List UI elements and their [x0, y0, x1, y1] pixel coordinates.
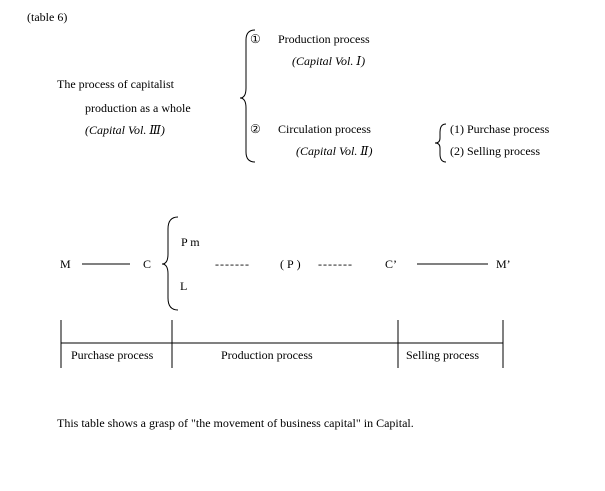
- caption: This table shows a grasp of "the movemen…: [57, 416, 414, 430]
- circulation-label: Circulation process: [278, 122, 371, 136]
- formula-dashes-b: -------: [318, 257, 353, 271]
- formula-l: L: [180, 279, 188, 293]
- formula-c: C: [143, 257, 152, 271]
- circulation-brace: [434, 123, 447, 163]
- whole-process-line2: production as a whole: [85, 101, 191, 115]
- formula-m-prime: M’: [496, 257, 511, 271]
- formula-m: M: [60, 257, 71, 271]
- table-label: (table 6): [27, 10, 68, 24]
- production-volume-ref: (Capital Vol. Ⅰ): [292, 54, 366, 68]
- phase-production-label: Production process: [221, 348, 313, 362]
- phase-purchase-label: Purchase process: [71, 348, 154, 362]
- whole-process-line1: The process of capitalist: [57, 77, 174, 91]
- circulation-marker: ②: [250, 122, 261, 136]
- formula-c-prime: C’: [385, 257, 397, 271]
- main-brace: [239, 29, 256, 163]
- selling-subprocess-label: (2) Selling process: [450, 144, 540, 158]
- production-label: Production process: [278, 32, 370, 46]
- formula-p: (P): [280, 257, 304, 271]
- circulation-volume-ref: (Capital Vol. Ⅱ): [296, 144, 373, 158]
- formula-pm: P m: [181, 235, 200, 249]
- purchase-subprocess-label: (1) Purchase process: [450, 122, 550, 136]
- c-brace: [161, 216, 179, 311]
- whole-process-volume-ref: (Capital Vol. Ⅲ): [85, 123, 165, 137]
- formula-dashes-a: -------: [215, 257, 250, 271]
- production-marker: ①: [250, 32, 261, 46]
- phase-selling-label: Selling process: [406, 348, 479, 362]
